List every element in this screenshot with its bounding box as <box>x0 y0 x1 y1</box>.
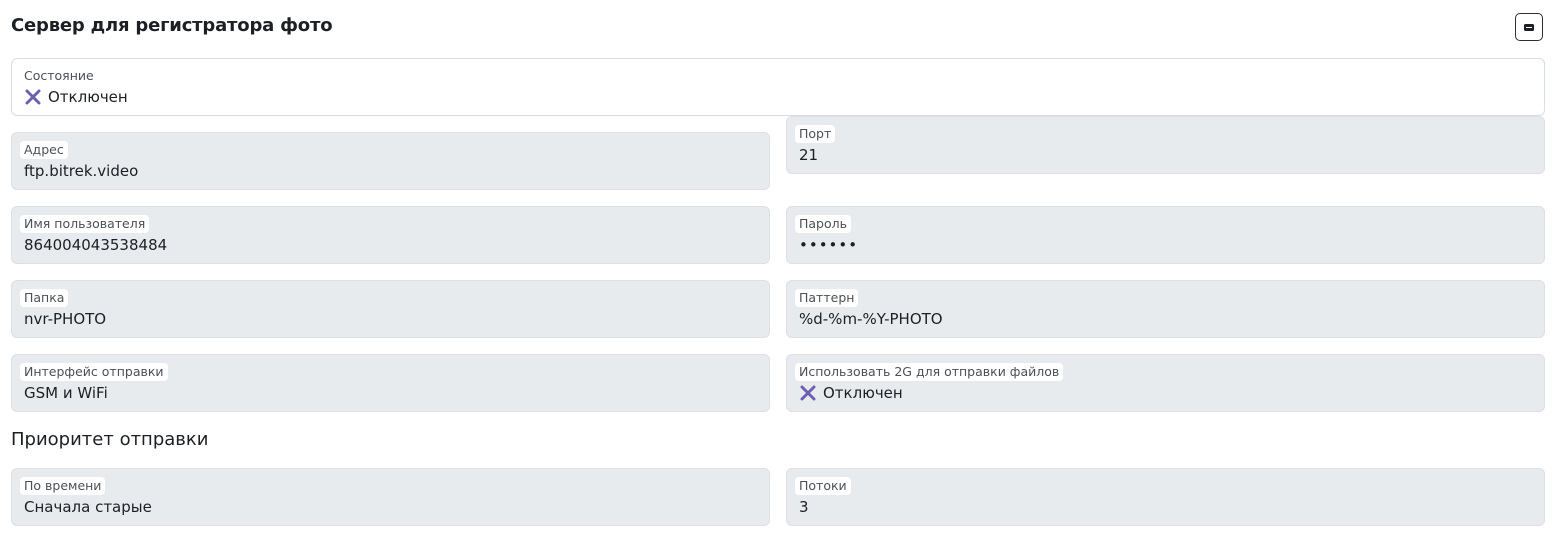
port-value: 21 <box>799 146 819 164</box>
status-label: Состояние <box>20 67 98 85</box>
use-2g-value: Отключен <box>823 384 903 402</box>
status-value: Отключен <box>48 88 128 106</box>
by-time-value: Сначала старые <box>24 498 152 516</box>
password-value: •••••• <box>799 236 859 254</box>
port-field[interactable]: Порт 21 <box>786 116 1545 174</box>
port-label: Порт <box>795 125 836 143</box>
address-value: ftp.bitrek.video <box>24 162 139 180</box>
folder-label: Папка <box>20 289 69 307</box>
status-field: Состояние Отключен <box>11 58 1545 116</box>
username-field[interactable]: Имя пользователя 864004043538484 <box>11 206 770 264</box>
password-label: Пароль <box>795 215 851 233</box>
threads-value: 3 <box>799 498 809 516</box>
username-label: Имя пользователя <box>20 215 150 233</box>
by-time-label: По времени <box>20 477 106 495</box>
interface-value: GSM и WiFi <box>24 384 108 402</box>
x-icon <box>25 89 41 105</box>
x-icon <box>800 385 816 401</box>
section-title: Сервер для регистратора фото <box>11 15 333 36</box>
pattern-value: %d-%m-%Y-PHOTO <box>799 310 943 328</box>
pattern-label: Паттерн <box>795 289 859 307</box>
priority-heading: Приоритет отправки <box>11 429 209 450</box>
folder-field[interactable]: Папка nvr-PHOTO <box>11 280 770 338</box>
folder-value: nvr-PHOTO <box>24 310 107 328</box>
use-2g-label: Использовать 2G для отправки файлов <box>795 363 1064 381</box>
pattern-field[interactable]: Паттерн %d-%m-%Y-PHOTO <box>786 280 1545 338</box>
use-2g-field[interactable]: Использовать 2G для отправки файлов Откл… <box>786 354 1545 412</box>
username-value: 864004043538484 <box>24 236 168 254</box>
address-label: Адрес <box>20 141 68 159</box>
password-field[interactable]: Пароль •••••• <box>786 206 1545 264</box>
threads-field[interactable]: Потоки 3 <box>786 468 1545 526</box>
collapse-button[interactable] <box>1515 13 1543 41</box>
by-time-field[interactable]: По времени Сначала старые <box>11 468 770 526</box>
interface-label: Интерфейс отправки <box>20 363 168 381</box>
threads-label: Потоки <box>795 477 851 495</box>
minus-icon <box>1524 23 1534 31</box>
address-field[interactable]: Адрес ftp.bitrek.video <box>11 132 770 190</box>
interface-field[interactable]: Интерфейс отправки GSM и WiFi <box>11 354 770 412</box>
